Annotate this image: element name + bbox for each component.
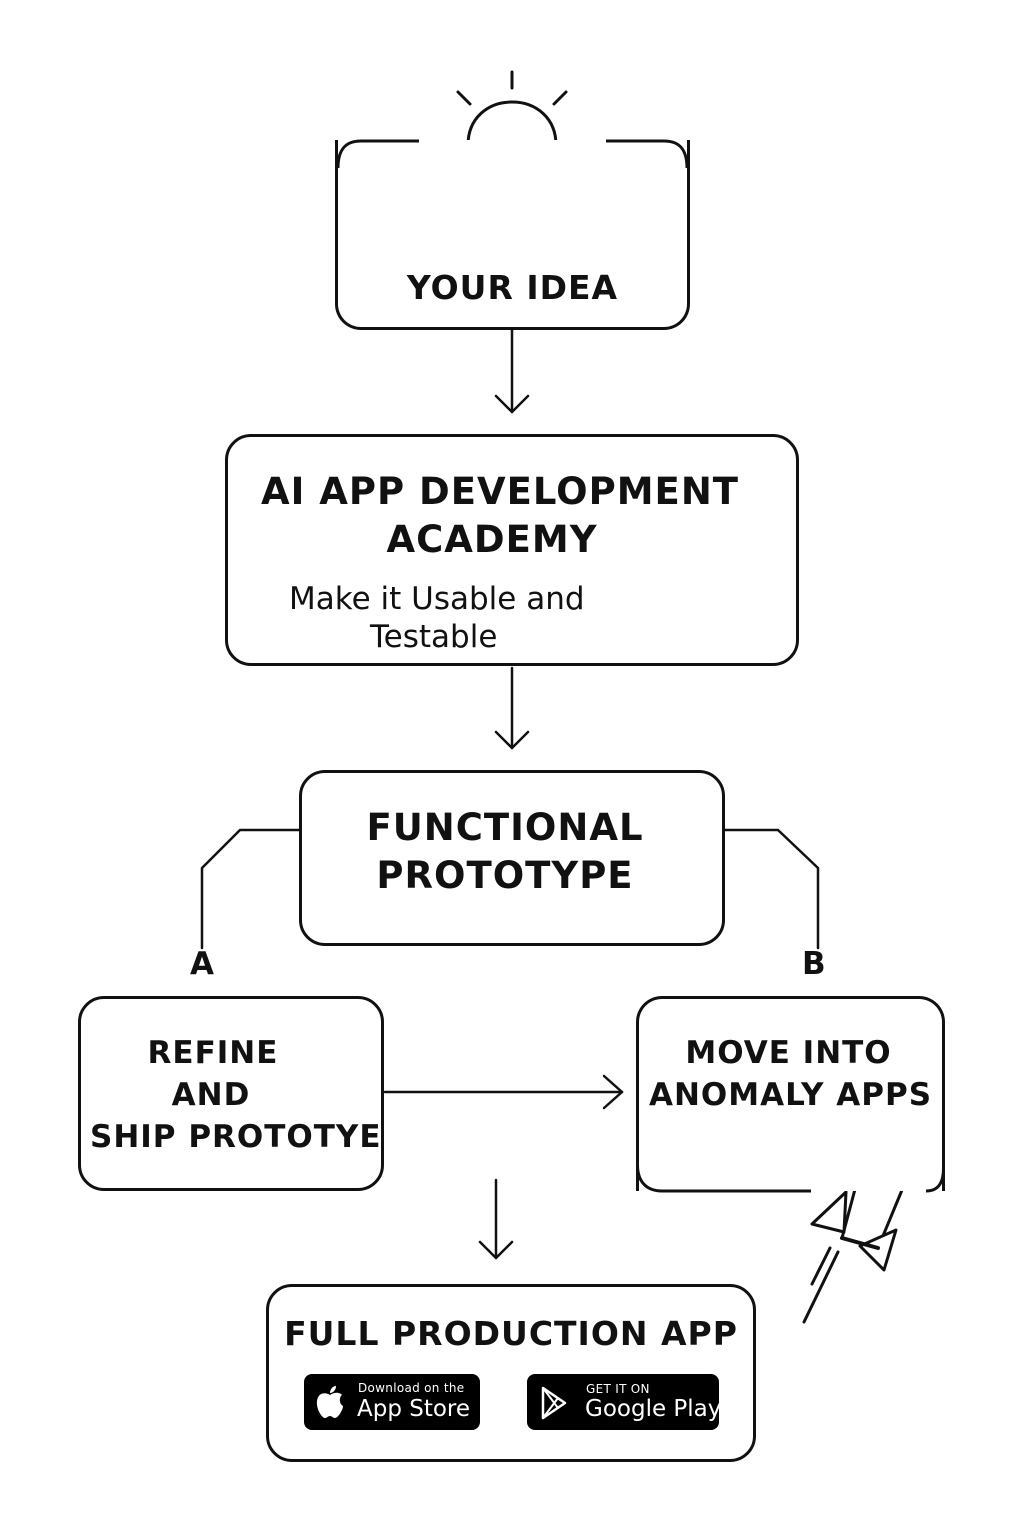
prototype-title-line1: FUNCTIONAL [366,806,644,849]
branch-b-label: B [802,946,826,982]
prototype-box [299,770,725,946]
play-icon [541,1386,567,1420]
google-play-small-text: GET IT ON [586,1382,650,1396]
academy-title-line1: AI APP DEVELOPMENT [260,470,740,513]
branch-a-connector [200,828,302,950]
refine-line3: SHIP PROTOTYE [90,1119,382,1155]
prototype-title-line2: PROTOTYPE [376,854,634,897]
branch-b-connector [722,828,820,950]
anomaly-line2: ANOMALY APPS [648,1077,933,1113]
idea-box-top-border [336,139,689,168]
idea-title: YOUR IDEA [406,268,619,307]
app-store-big-text: App Store [357,1396,471,1422]
anomaly-line1: MOVE INTO [685,1035,892,1071]
google-play-big-text: Google Play [585,1396,722,1422]
app-store-small-text: Download on the [358,1381,465,1395]
academy-box [225,434,799,666]
app-store-badge[interactable]: Download on the App Store [304,1374,480,1430]
google-play-badge[interactable]: GET IT ON Google Play [527,1374,722,1430]
refine-line1: REFINE [147,1035,279,1071]
anomaly-box-bottom-border [636,1160,945,1193]
refine-box [78,996,384,1191]
apple-icon [316,1386,343,1418]
branch-a-label: A [190,946,214,982]
refine-line2: AND [171,1077,251,1113]
production-box [266,1284,756,1462]
idea-box [335,140,690,330]
academy-title-line2: ACADEMY [386,518,598,561]
academy-subtitle-line2: Testable [370,619,498,655]
academy-subtitle-line1: Make it Usable and [289,581,585,617]
production-title: FULL PRODUCTION APP [284,1314,738,1353]
anomaly-box [636,996,945,1191]
